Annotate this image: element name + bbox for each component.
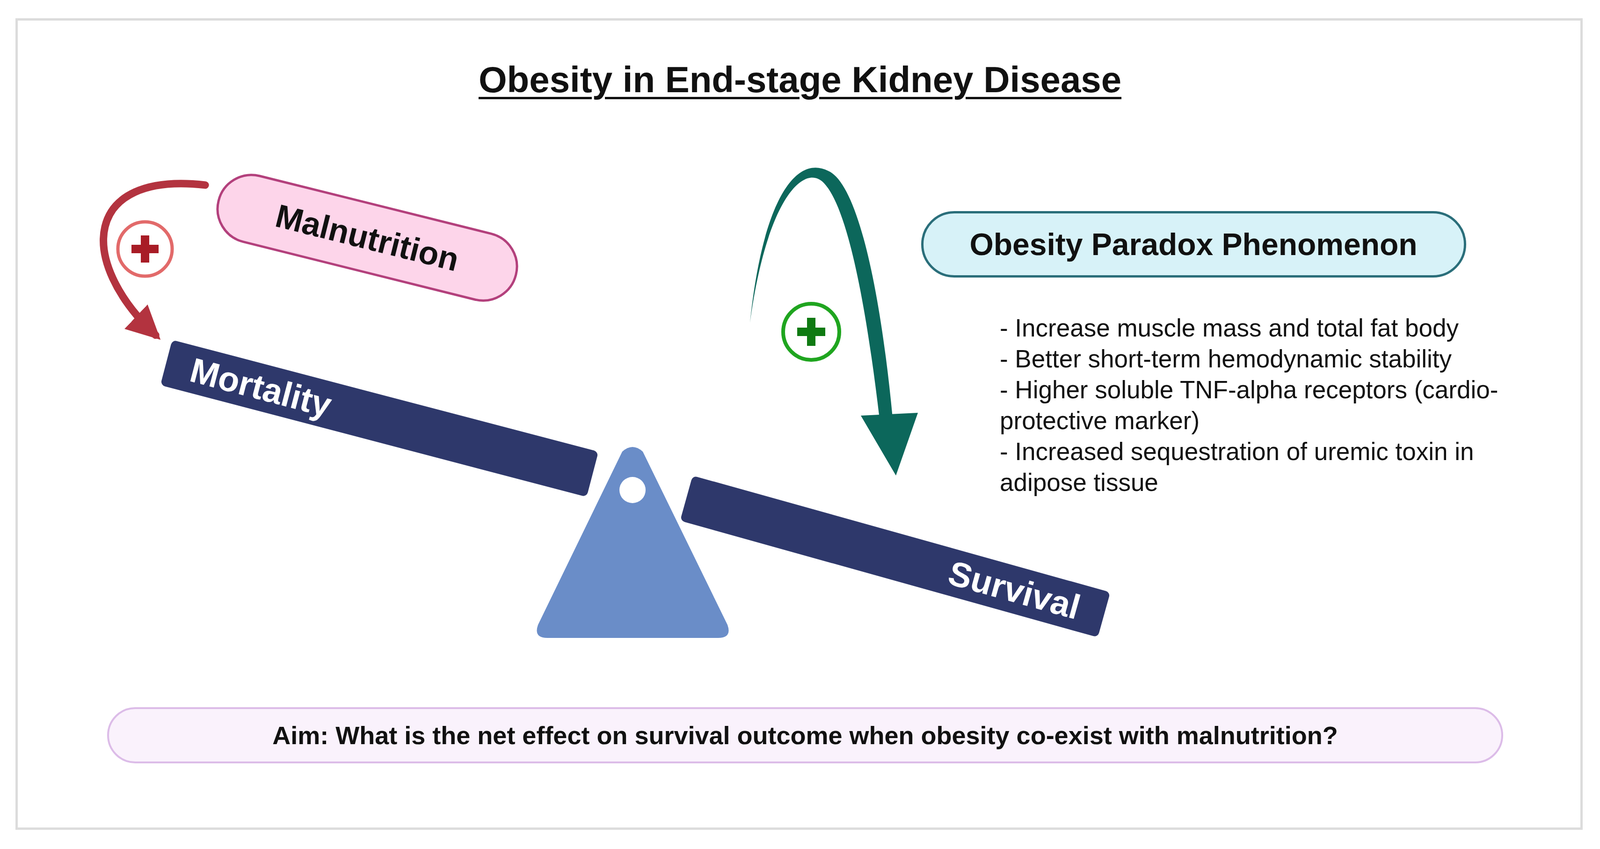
plus-symbol [783,303,840,360]
malnutrition-pill: Malnutrition [209,166,526,309]
bullet-note: - Higher soluble TNF-alpha receptors (ca… [999,374,1562,437]
node-text: Malnutrition [271,196,463,279]
node-text: Mortality [186,349,336,425]
node-text: Aim: What is the net effect on survival … [272,720,1338,750]
diagram-title: Obesity in End-stage Kidney Disease [478,58,1122,101]
positive-arrow [749,167,893,419]
bullet-note: - Increased sequestration of uremic toxi… [999,436,1562,498]
positive-arrow-head [860,412,918,476]
paradox-pill: Obesity Paradox Phenomenon [921,210,1467,278]
bullet-note: - Increase muscle mass and total fat bod… [999,312,1562,344]
aim-box: Aim: What is the net effect on survival … [107,706,1504,764]
pivot-hole [619,476,646,503]
title-wrap: Obesity in End-stage Kidney Disease [0,58,1600,102]
node-text: Survival [944,552,1085,627]
node-text: Obesity Paradox Phenomenon [969,226,1418,262]
survival-beam: Survival [679,475,1111,638]
curved-arrow [103,183,205,335]
plus-symbol [117,221,173,277]
mortality-beam: Mortality [160,339,599,497]
bullet-note: - Better short-term hemodynamic stabilit… [999,343,1562,375]
